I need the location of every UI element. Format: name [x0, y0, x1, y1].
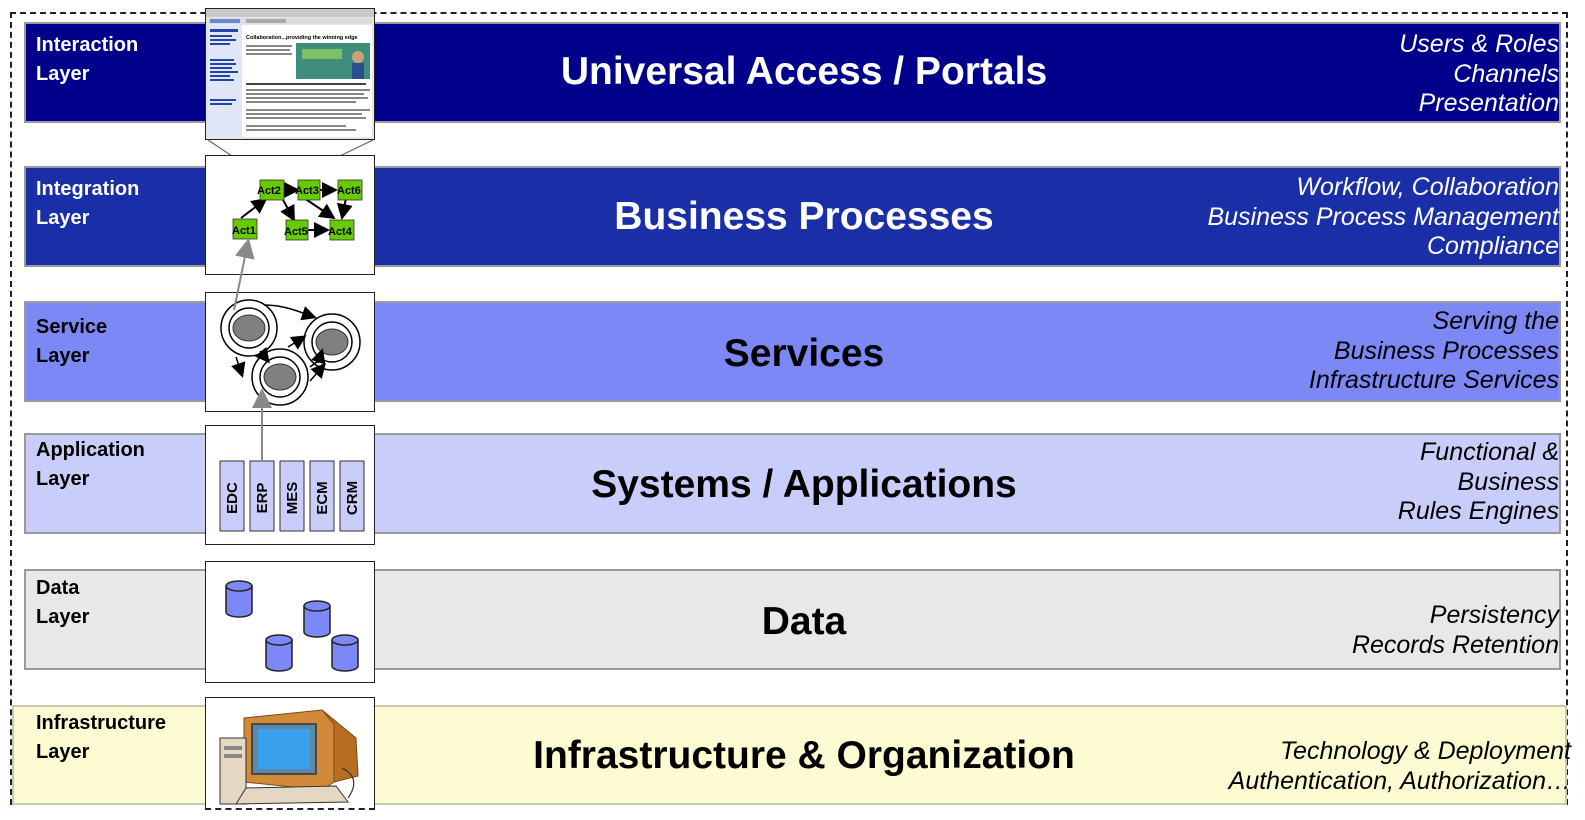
process-node-act3: [297, 179, 321, 201]
label-infrastructure-layer: Infrastructure Layer: [36, 712, 167, 763]
system-erp-box: [249, 460, 275, 532]
title-data: Data: [761, 600, 847, 643]
title-infrastructure-organization: Infrastructure & Organization: [533, 734, 1075, 777]
desc-interaction: Users & Roles Channels Presentation: [1399, 30, 1559, 117]
process-node-act2: [259, 179, 285, 201]
system-erp-label: ERP: [254, 483, 271, 514]
process-node-act3-label: Act3: [295, 185, 319, 197]
application-columns-icon: EDC ERP MES ECM CRM: [205, 425, 375, 545]
label-data-layer: Data Layer: [36, 577, 90, 628]
process-node-act5-label: Act5: [284, 226, 308, 238]
system-ecm-box: [309, 460, 335, 532]
process-node-act6: [337, 179, 363, 201]
system-crm-box: [339, 460, 365, 532]
system-ecm-label: ECM: [314, 481, 331, 514]
process-node-act1-label: Act1: [232, 225, 256, 237]
label-interaction-layer: Interaction Layer: [36, 34, 139, 85]
desc-service: Serving the Business Processes Infrastru…: [1308, 307, 1559, 394]
desc-infrastructure: Technology & Deployment Authentication, …: [1228, 737, 1571, 795]
label-integration-layer: Integration Layer: [36, 178, 140, 229]
title-systems-applications: Systems / Applications: [591, 463, 1017, 506]
system-edc-box: [219, 460, 245, 532]
title-business-processes: Business Processes: [614, 195, 994, 238]
title-universal-access-portals: Universal Access / Portals: [560, 50, 1048, 93]
system-mes-label: MES: [284, 482, 301, 515]
desc-application: Functional & Business Rules Engines: [1397, 438, 1559, 525]
database-cylinders-icon: [205, 561, 375, 683]
label-application-layer: Application Layer: [36, 439, 145, 490]
portal-screenshot: Collaboration...providing the winning ed…: [205, 8, 375, 140]
process-node-act4-label: Act4: [328, 226, 353, 238]
desc-data: Persistency Records Retention: [1351, 601, 1559, 659]
title-services: Services: [723, 332, 885, 375]
desc-integration: Workflow, Collaboration Business Process…: [1207, 173, 1559, 260]
process-node-act4: [329, 219, 355, 241]
system-crm-label: CRM: [344, 481, 361, 515]
process-node-act2-label: Act2: [257, 185, 281, 197]
label-service-layer: Service Layer: [36, 316, 108, 367]
system-edc-label: EDC: [224, 482, 241, 514]
service-network-icon: [205, 292, 375, 412]
process-node-act5: [285, 219, 309, 241]
portal-screenshot-headline: Collaboration...providing the winning ed…: [246, 35, 358, 41]
desktop-computer-icon: [205, 697, 375, 810]
process-node-act6-label: Act6: [337, 185, 361, 197]
process-flow-diagram: Act1 Act2 Act3 Act4 Act5 Act6: [205, 155, 375, 275]
system-mes-box: [279, 460, 305, 532]
